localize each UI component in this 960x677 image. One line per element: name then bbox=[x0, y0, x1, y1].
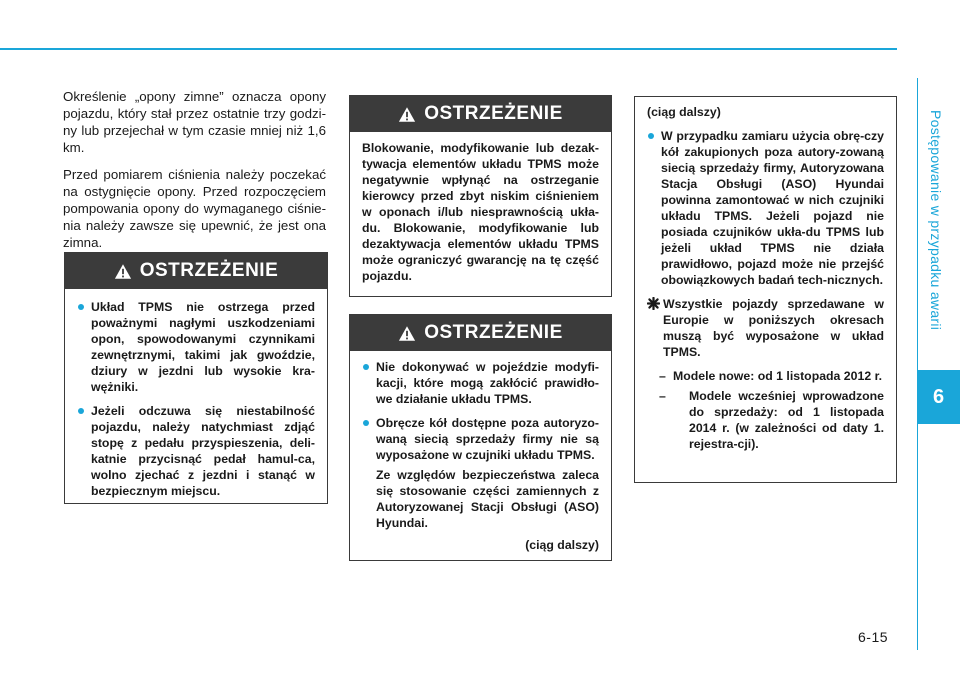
page-number: 6-15 bbox=[858, 629, 889, 645]
side-rule bbox=[917, 78, 918, 650]
warning-body: Układ TPMS nie ostrzega przed poważnymi … bbox=[65, 289, 327, 517]
warning-text: Blokowanie, modyfikowanie lub dezak-tywa… bbox=[362, 141, 599, 283]
warning-title: OSTRZEŻENIE bbox=[424, 322, 563, 343]
dash-item-text: Modele wcześniej wprowadzone do sprzedaż… bbox=[689, 389, 884, 451]
warning-box-3: OSTRZEŻENIE Nie dokonywać w pojeździe mo… bbox=[349, 314, 612, 561]
dash-item: – Modele nowe: od 1 listopada 2012 r. bbox=[647, 368, 884, 384]
continuation-box: (ciąg dalszy) W przypadku zamiaru użycia… bbox=[634, 96, 897, 483]
warning-bullet: Nie dokonywać w pojeździe modyfi-kacji, … bbox=[362, 359, 599, 407]
dash-item: – Modele wcześniej wprowadzone do sprzed… bbox=[647, 388, 884, 452]
warning-box-2: OSTRZEŻENIE Blokowanie, modyfikowanie lu… bbox=[349, 95, 612, 297]
warning-box-1: OSTRZEŻENIE Układ TPMS nie ostrzega prze… bbox=[64, 252, 328, 504]
dash-mark: – bbox=[659, 369, 666, 383]
asterisk-icon bbox=[647, 297, 660, 310]
warning-triangle-icon bbox=[399, 106, 416, 122]
warning-header: OSTRZEŻENIE bbox=[350, 96, 611, 132]
warning-header: OSTRZEŻENIE bbox=[350, 315, 611, 351]
star-note-text: Wszystkie pojazdy sprzedawane w Europie … bbox=[663, 297, 884, 359]
dash-item-text: Modele nowe: od 1 listopada 2012 r. bbox=[673, 369, 883, 383]
continuation-header: (ciąg dalszy) bbox=[647, 105, 721, 119]
warning-header: OSTRZEŻENIE bbox=[65, 253, 327, 289]
warning-triangle-icon bbox=[399, 325, 416, 341]
warning-title: OSTRZEŻENIE bbox=[424, 103, 563, 124]
warning-triangle-icon bbox=[114, 263, 131, 279]
header-rule bbox=[0, 48, 897, 50]
warning-bullet: Układ TPMS nie ostrzega przed poważnymi … bbox=[77, 299, 315, 395]
continued-label: (ciąg dalszy) bbox=[525, 538, 599, 552]
chapter-tab[interactable]: 6 bbox=[917, 370, 960, 424]
continuation-body: (ciąg dalszy) W przypadku zamiaru użycia… bbox=[635, 97, 896, 466]
warning-bullet: Obręcze kół dostępne poza autoryzo-waną … bbox=[362, 415, 599, 463]
warning-bullet: Jeżeli odczuwa się niestabilność pojazdu… bbox=[77, 403, 315, 499]
section-title: Postępowanie w przypadku awarii bbox=[928, 110, 944, 331]
continuation-bullet: W przypadku zamiaru użycia obrę-czy kół … bbox=[647, 128, 884, 288]
warning-note: Ze względów bezpieczeństwa zaleca się st… bbox=[376, 468, 599, 530]
intro-text: Określenie „opony zimne” oznacza opony p… bbox=[63, 88, 326, 261]
dash-mark: – bbox=[659, 389, 666, 403]
star-note: Wszystkie pojazdy sprzedawane w Europie … bbox=[647, 296, 884, 360]
intro-paragraph: Określenie „opony zimne” oznacza opony p… bbox=[63, 89, 326, 155]
warning-title: OSTRZEŻENIE bbox=[139, 260, 279, 281]
warning-body: Blokowanie, modyfikowanie lub dezak-tywa… bbox=[350, 132, 611, 302]
warning-body: Nie dokonywać w pojeździe modyfi-kacji, … bbox=[350, 351, 611, 563]
intro-paragraph: Przed pomiarem ciśnienia należy poczekać… bbox=[63, 167, 326, 250]
